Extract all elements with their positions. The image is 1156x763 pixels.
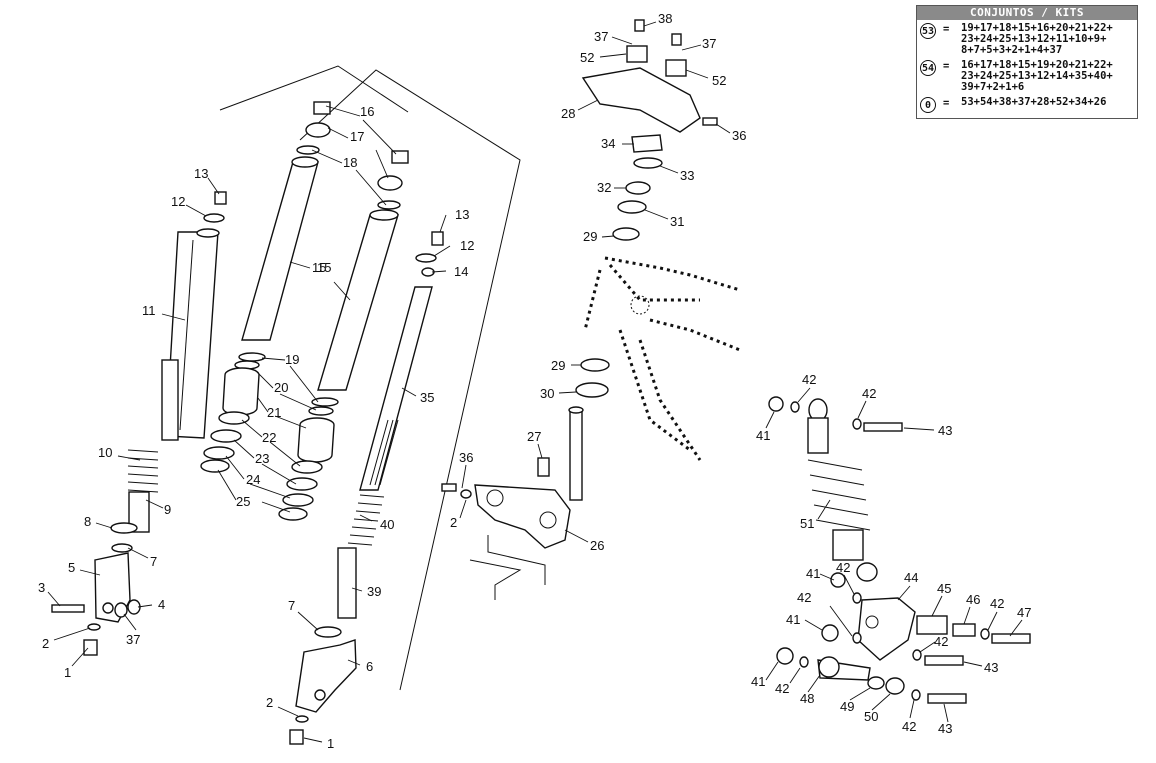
kit-parts: 19+17+18+15+16+20+21+22+ 23+24+25+13+12+… — [961, 22, 1113, 56]
callout: 13 — [194, 166, 208, 181]
callout: 36 — [459, 450, 473, 465]
kit-equals: = — [943, 60, 950, 72]
kit-parts: 53+54+38+37+28+52+34+26 — [961, 96, 1107, 108]
callout: 41 — [786, 612, 800, 627]
callout: 26 — [590, 538, 604, 553]
callout: 15 — [312, 260, 326, 275]
callout: 42 — [775, 681, 789, 696]
callout: 37 — [126, 632, 140, 647]
callout: 1 — [64, 665, 71, 680]
leader-lines — [47, 21, 1023, 743]
callout: 41 — [806, 566, 820, 581]
callout: 45 — [937, 581, 951, 596]
callout: 30 — [540, 386, 554, 401]
callout-labels: 1 2 3 4 5 7 37 8 9 10 11 12 13 16 17 18 … — [38, 11, 1031, 751]
callout: 22 — [262, 430, 276, 445]
callout: 41 — [756, 428, 770, 443]
callout: 14 — [454, 264, 468, 279]
callout: 17 — [350, 129, 364, 144]
callout: 7 — [288, 598, 295, 613]
fork-tubes-group — [200, 65, 521, 691]
callout: 52 — [712, 73, 726, 88]
callout: 3 — [38, 580, 45, 595]
callout: 43 — [938, 721, 952, 736]
kit-row: 53 = 19+17+18+15+16+20+21+22+ 23+24+25+1… — [917, 23, 1137, 57]
callout: 52 — [580, 50, 594, 65]
steering-assembly — [441, 19, 741, 600]
callout: 40 — [380, 517, 394, 532]
callout: 13 — [455, 207, 469, 222]
rear-shock-linkage — [768, 396, 1031, 704]
kit-id-badge: 0 — [920, 97, 936, 113]
callout: 37 — [594, 29, 608, 44]
kit-equals: = — [943, 97, 950, 109]
callout: 19 — [285, 352, 299, 367]
callout: 9 — [164, 502, 171, 517]
callout: 20 — [274, 380, 288, 395]
kits-legend: CONJUNTOS / KITS 53 = 19+17+18+15+16+20+… — [916, 5, 1138, 119]
callout: 15 — [317, 260, 331, 275]
callout: 27 — [527, 429, 541, 444]
callout: 28 — [561, 106, 575, 121]
callout: 38 — [658, 11, 672, 26]
kits-title: CONJUNTOS / KITS — [917, 6, 1137, 20]
kit-row: 0 = 53+54+38+37+28+52+34+26 — [917, 96, 1137, 113]
left-fork-leg — [51, 191, 227, 656]
callout: 37 — [702, 36, 716, 51]
callout: 4 — [158, 597, 165, 612]
kit-row: 54 = 16+17+18+15+19+20+21+22+ 23+24+25+1… — [917, 60, 1137, 94]
callout: 42 — [797, 590, 811, 605]
callout: 21 — [267, 405, 281, 420]
callout: 12 — [171, 194, 185, 209]
callout: 29 — [583, 229, 597, 244]
callout: 29 — [551, 358, 565, 373]
callout: 35 — [420, 390, 434, 405]
callout: 43 — [938, 423, 952, 438]
callout: 31 — [670, 214, 684, 229]
callout: 51 — [800, 516, 814, 531]
callout: 5 — [68, 560, 75, 575]
callout: 25 — [236, 494, 250, 509]
callout: 16 — [360, 104, 374, 119]
kit-id-badge: 54 — [920, 60, 936, 76]
callout: 36 — [732, 128, 746, 143]
callout: 34 — [601, 136, 615, 151]
callout: 48 — [800, 691, 814, 706]
callout: 44 — [904, 570, 918, 585]
callout: 42 — [934, 634, 948, 649]
callout: 50 — [864, 709, 878, 724]
callout: 23 — [255, 451, 269, 466]
kit-equals: = — [943, 23, 950, 35]
callout: 42 — [990, 596, 1004, 611]
callout: 8 — [84, 514, 91, 529]
callout: 18 — [343, 155, 357, 170]
callout: 12 — [460, 238, 474, 253]
callout: 41 — [751, 674, 765, 689]
callout: 39 — [367, 584, 381, 599]
callout: 32 — [597, 180, 611, 195]
callout: 42 — [802, 372, 816, 387]
callout: 1 — [327, 736, 334, 751]
callout: 33 — [680, 168, 694, 183]
callout: 42 — [836, 560, 850, 575]
callout: 2 — [266, 695, 273, 710]
right-fork-leg — [289, 231, 444, 745]
callout: 49 — [840, 699, 854, 714]
callout: 42 — [902, 719, 916, 734]
callout: 42 — [862, 386, 876, 401]
kit-parts: 16+17+18+15+19+20+21+22+ 23+24+25+13+12+… — [961, 59, 1113, 93]
callout: 46 — [966, 592, 980, 607]
callout: 10 — [98, 445, 112, 460]
callout: 6 — [366, 659, 373, 674]
callout: 2 — [450, 515, 457, 530]
callout: 47 — [1017, 605, 1031, 620]
callout: 24 — [246, 472, 260, 487]
callout: 11 — [142, 303, 156, 318]
callout: 7 — [150, 554, 157, 569]
kit-id-badge: 53 — [920, 23, 936, 39]
callout: 43 — [984, 660, 998, 675]
callout: 2 — [42, 636, 49, 651]
